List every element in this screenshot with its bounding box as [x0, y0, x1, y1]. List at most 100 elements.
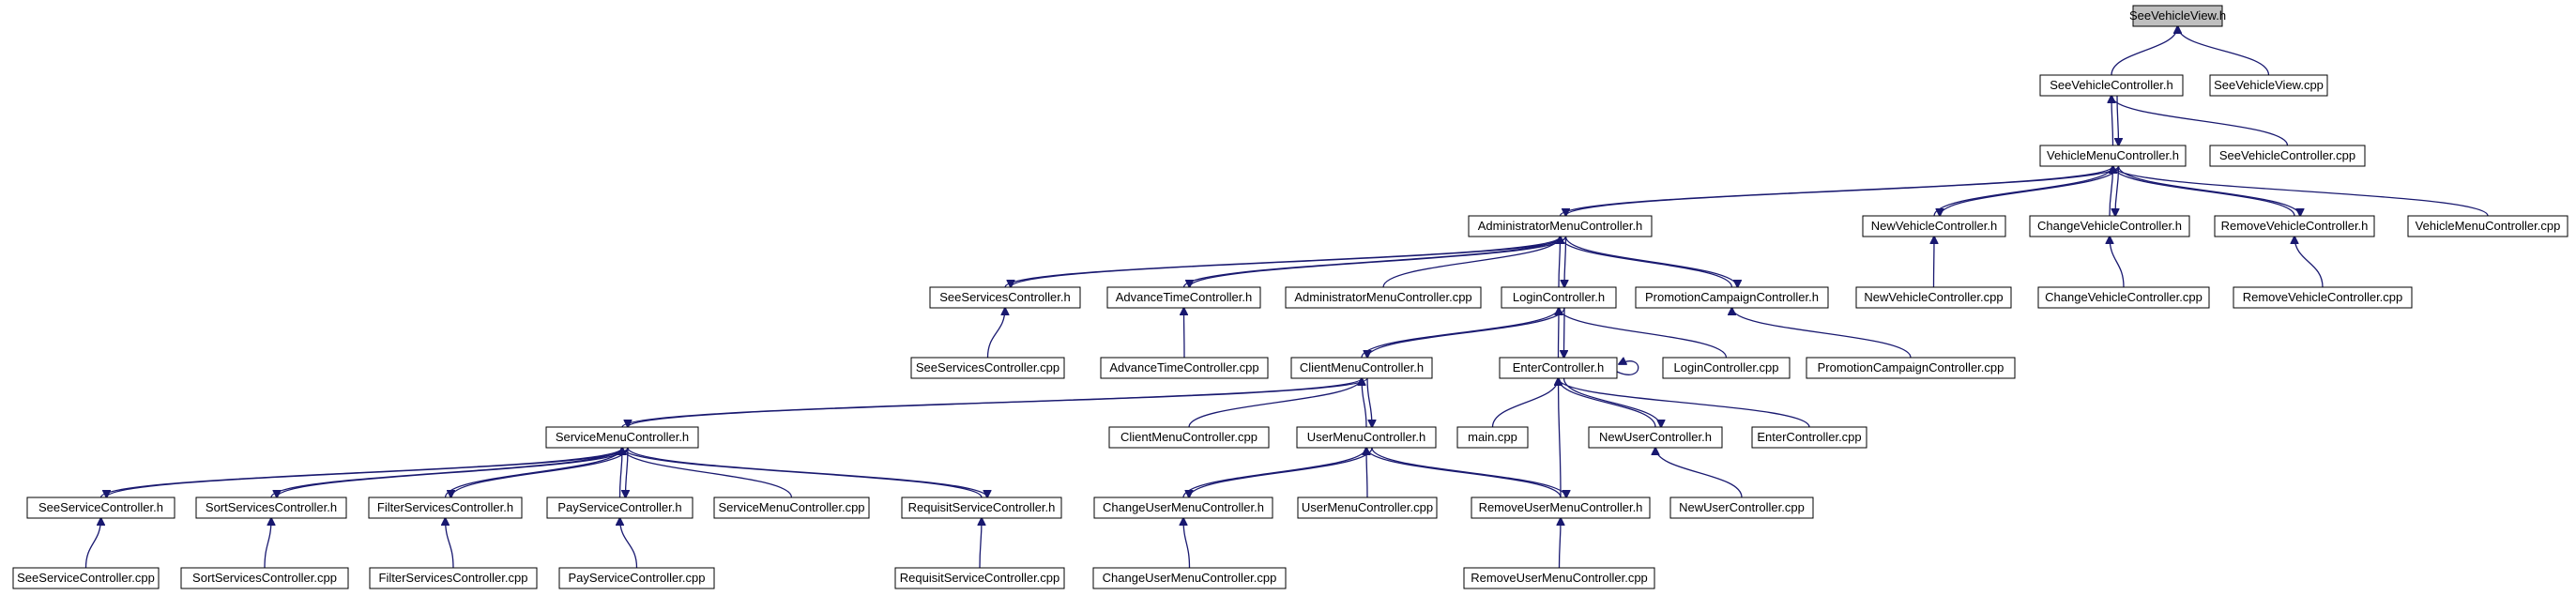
node-logincontroller-h[interactable]: LoginController.h — [1501, 286, 1617, 309]
node-box[interactable] — [1297, 497, 1438, 519]
node-servicemenucontroller-cpp[interactable]: ServiceMenuController.cpp — [713, 497, 870, 519]
node-box[interactable] — [2233, 286, 2413, 309]
node-box[interactable] — [368, 497, 523, 519]
node-box[interactable] — [1463, 567, 1655, 589]
node-requisitservicecontroller-cpp[interactable]: RequisitServiceController.cpp — [894, 567, 1065, 589]
node-box[interactable] — [1855, 286, 2012, 309]
node-box[interactable] — [1751, 426, 1867, 449]
node-box[interactable] — [1092, 567, 1287, 589]
node-box[interactable] — [1862, 215, 2006, 237]
node-box[interactable] — [1468, 215, 1653, 237]
node-label: SeeVehicleView.h — [2129, 8, 2226, 23]
node-removevehiclecontroller-cpp[interactable]: RemoveVehicleController.cpp — [2233, 286, 2413, 309]
node-usermenucontroller-h[interactable]: UserMenuController.h — [1296, 426, 1437, 449]
node-filterservicescontroller-cpp[interactable]: FilterServicesController.cpp — [369, 567, 538, 589]
node-seevehicleview-h[interactable]: SeeVehicleView.h — [2129, 5, 2226, 27]
node-filterservicescontroller-h[interactable]: FilterServicesController.h — [368, 497, 523, 519]
node-box[interactable] — [2037, 286, 2210, 309]
node-box[interactable] — [2209, 74, 2328, 97]
node-clientmenucontroller-cpp[interactable]: ClientMenuController.cpp — [1108, 426, 1270, 449]
node-box[interactable] — [546, 497, 694, 519]
node-box[interactable] — [901, 497, 1062, 519]
node-box[interactable] — [2029, 215, 2190, 237]
node-box[interactable] — [180, 567, 349, 589]
node-seeservicescontroller-cpp[interactable]: SeeServicesController.cpp — [910, 357, 1065, 379]
node-box[interactable] — [1296, 426, 1437, 449]
node-usermenucontroller-cpp[interactable]: UserMenuController.cpp — [1297, 497, 1438, 519]
node-box[interactable] — [910, 357, 1065, 379]
node-newvehiclecontroller-cpp[interactable]: NewVehicleController.cpp — [1855, 286, 2012, 309]
node-box[interactable] — [2132, 5, 2223, 27]
node-box[interactable] — [1662, 357, 1791, 379]
node-box[interactable] — [1499, 357, 1618, 379]
node-box[interactable] — [1285, 286, 1482, 309]
node-box[interactable] — [1106, 286, 1261, 309]
node-box[interactable] — [369, 567, 538, 589]
node-box[interactable] — [1471, 497, 1651, 519]
node-box[interactable] — [2039, 145, 2187, 167]
node-servicemenucontroller-h[interactable]: ServiceMenuController.h — [545, 426, 699, 449]
node-changevehiclecontroller-cpp[interactable]: ChangeVehicleController.cpp — [2037, 286, 2210, 309]
node-entercontroller-cpp[interactable]: EnterController.cpp — [1751, 426, 1867, 449]
node-box[interactable] — [894, 567, 1065, 589]
node-box[interactable] — [558, 567, 715, 589]
node-removeusermenucontroller-cpp[interactable]: RemoveUserMenuController.cpp — [1463, 567, 1655, 589]
node-seeservicescontroller-h[interactable]: SeeServicesController.h — [929, 286, 1081, 309]
node-changeusermenucontroller-h[interactable]: ChangeUserMenuController.h — [1093, 497, 1273, 519]
node-box[interactable] — [1456, 426, 1529, 449]
node-seevehiclecontroller-h[interactable]: SeeVehicleController.h — [2039, 74, 2184, 97]
node-newvehiclecontroller-h[interactable]: NewVehicleController.h — [1862, 215, 2006, 237]
node-promotioncampaigncontroller-h[interactable]: PromotionCampaignController.h — [1635, 286, 1829, 309]
node-label: SeeServiceController.h — [38, 500, 163, 514]
node-label: SeeVehicleView.cpp — [2214, 78, 2324, 92]
node-box[interactable] — [1100, 357, 1269, 379]
node-box[interactable] — [26, 497, 175, 519]
node-box[interactable] — [929, 286, 1081, 309]
node-sortservicescontroller-cpp[interactable]: SortServicesController.cpp — [180, 567, 349, 589]
node-box[interactable] — [195, 497, 347, 519]
node-vehiclemenucontroller-h[interactable]: VehicleMenuController.h — [2039, 145, 2187, 167]
node-box[interactable] — [713, 497, 870, 519]
node-main-cpp[interactable]: main.cpp — [1456, 426, 1529, 449]
node-seeservicecontroller-h[interactable]: SeeServiceController.h — [26, 497, 175, 519]
node-box[interactable] — [1669, 497, 1814, 519]
node-seevehicleview-cpp[interactable]: SeeVehicleView.cpp — [2209, 74, 2328, 97]
node-advancetimecontroller-cpp[interactable]: AdvanceTimeController.cpp — [1100, 357, 1269, 379]
node-box[interactable] — [1093, 497, 1273, 519]
node-box[interactable] — [2407, 215, 2568, 237]
node-entercontroller-h[interactable]: EnterController.h — [1499, 357, 1618, 379]
node-label: PayServiceController.h — [557, 500, 681, 514]
node-box[interactable] — [1108, 426, 1270, 449]
node-box[interactable] — [1501, 286, 1617, 309]
node-payservicecontroller-h[interactable]: PayServiceController.h — [546, 497, 694, 519]
node-clientmenucontroller-h[interactable]: ClientMenuController.h — [1290, 357, 1433, 379]
node-requisitservicecontroller-h[interactable]: RequisitServiceController.h — [901, 497, 1062, 519]
node-administratormenucontroller-h[interactable]: AdministratorMenuController.h — [1468, 215, 1653, 237]
node-box[interactable] — [2214, 215, 2375, 237]
node-box[interactable] — [1290, 357, 1433, 379]
node-vehiclemenucontroller-cpp[interactable]: VehicleMenuController.cpp — [2407, 215, 2568, 237]
node-seeservicecontroller-cpp[interactable]: SeeServiceController.cpp — [12, 567, 160, 589]
edge-usermenucontroller-h-to-removeusermenucontroller-h — [1371, 447, 1566, 497]
node-box[interactable] — [2039, 74, 2184, 97]
node-box[interactable] — [2209, 145, 2366, 167]
node-logincontroller-cpp[interactable]: LoginController.cpp — [1662, 357, 1791, 379]
node-changeusermenucontroller-cpp[interactable]: ChangeUserMenuController.cpp — [1092, 567, 1287, 589]
node-box[interactable] — [1806, 357, 2016, 379]
node-changevehiclecontroller-h[interactable]: ChangeVehicleController.h — [2029, 215, 2190, 237]
node-box[interactable] — [545, 426, 699, 449]
node-removevehiclecontroller-h[interactable]: RemoveVehicleController.h — [2214, 215, 2375, 237]
node-payservicecontroller-cpp[interactable]: PayServiceController.cpp — [558, 567, 715, 589]
node-promotioncampaigncontroller-cpp[interactable]: PromotionCampaignController.cpp — [1806, 357, 2016, 379]
node-box[interactable] — [1588, 426, 1723, 449]
node-newusercontroller-cpp[interactable]: NewUserController.cpp — [1669, 497, 1814, 519]
node-advancetimecontroller-h[interactable]: AdvanceTimeController.h — [1106, 286, 1261, 309]
node-administratormenucontroller-cpp[interactable]: AdministratorMenuController.cpp — [1285, 286, 1482, 309]
node-seevehiclecontroller-cpp[interactable]: SeeVehicleController.cpp — [2209, 145, 2366, 167]
node-box[interactable] — [12, 567, 160, 589]
node-label: PayServiceController.cpp — [569, 571, 706, 585]
node-box[interactable] — [1635, 286, 1829, 309]
node-removeusermenucontroller-h[interactable]: RemoveUserMenuController.h — [1471, 497, 1651, 519]
node-sortservicescontroller-h[interactable]: SortServicesController.h — [195, 497, 347, 519]
node-newusercontroller-h[interactable]: NewUserController.h — [1588, 426, 1723, 449]
